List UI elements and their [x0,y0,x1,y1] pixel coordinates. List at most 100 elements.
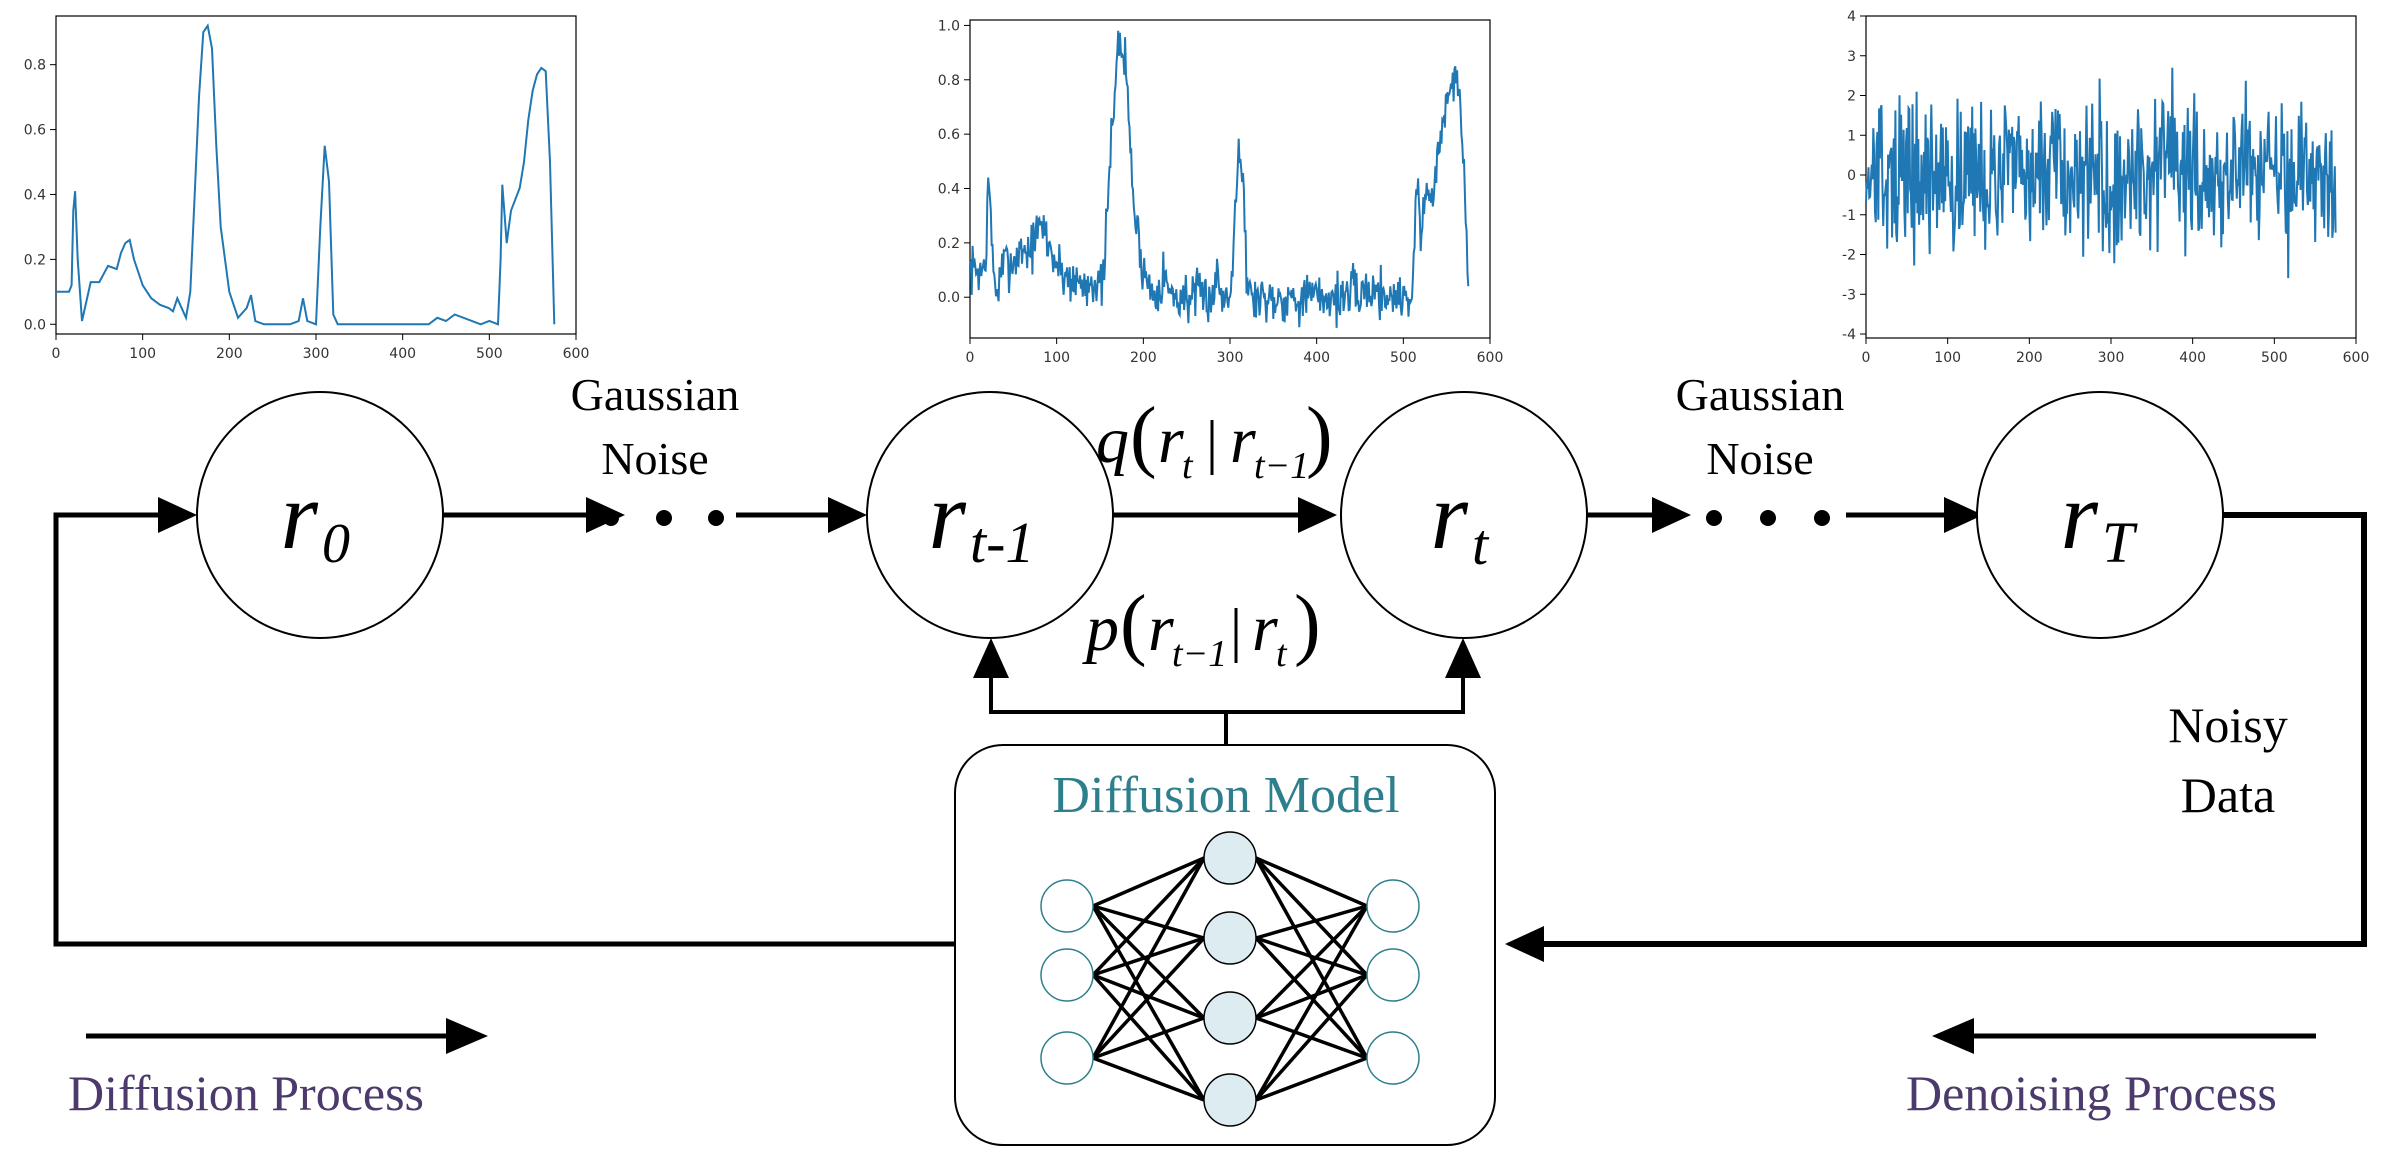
y-tick-label: 1 [1847,128,1856,144]
svg-text:0: 0 [322,513,350,575]
series-line [56,23,556,326]
nn-edge [1255,1056,1368,1102]
diffusion-model-box: Diffusion Model [954,744,1496,1146]
node-r-t: r t [1340,391,1588,639]
y-tick-label: 3 [1847,49,1856,65]
denoising-process-label: Denoising Process [1906,1065,2277,1121]
chart-plot-area [55,15,577,335]
svg-text:r: r [929,462,967,569]
y-tick-label: 1.0 [938,18,960,34]
svg-text:(: ( [1120,580,1147,668]
svg-text:): ) [1306,392,1333,480]
svg-text:r: r [1252,592,1278,665]
x-tick-label: 500 [476,346,503,362]
nn-edge [1091,904,1206,1020]
gaussian-noise-label-right-line2: Noise [1706,433,1813,484]
x-tick-label: 500 [2261,350,2288,366]
diffusion-process-arrow [86,1018,488,1054]
nn-hidden-node [1203,831,1257,885]
x-tick-label: 100 [1934,350,1961,366]
diffusion-loop-line [53,497,955,947]
node-r-t-minus-1: r t-1 [866,391,1114,639]
x-tick-label: 300 [303,346,330,362]
svg-text:|: | [1206,409,1218,475]
svg-text:t−1: t−1 [1254,445,1309,487]
svg-text:r: r [1431,462,1469,569]
model-feedback-arrows [973,638,1481,744]
forward-transition-formula: q ( r t | r t−1 ) [1096,392,1333,487]
x-tick-label: 300 [1217,350,1244,366]
svg-text:t−1: t−1 [1172,633,1227,675]
y-tick-label: 0.0 [24,317,46,333]
diffusion-model-title: Diffusion Model [1052,767,1399,824]
reverse-transition-formula: p ( r t−1 | r t ) [1082,580,1321,675]
nn-edge [1255,904,1368,940]
x-tick-label: 0 [52,346,61,362]
y-tick-label: 0.0 [938,290,960,306]
nn-output-node [1366,948,1420,1002]
svg-text:(: ( [1130,392,1157,480]
svg-text:r: r [1230,404,1256,477]
chart-plot-area [969,19,1491,339]
denoising-process-arrow [1932,1018,2316,1054]
x-tick-label: 100 [1043,350,1070,366]
x-tick-label: 600 [2343,350,2370,366]
node-r-T: r T [1976,391,2224,639]
nn-edge [1254,904,1369,1020]
x-tick-label: 400 [389,346,416,362]
svg-text:): ) [1294,580,1321,668]
y-tick-label: 2 [1847,89,1856,105]
y-tick-label: 0.8 [938,73,960,89]
nn-edge [1092,904,1205,940]
y-tick-label: 0.8 [24,58,46,74]
nn-output-node [1366,879,1420,933]
y-tick-label: 0.4 [24,187,46,203]
y-tick-label: 0.2 [24,252,46,268]
x-tick-label: 200 [216,346,243,362]
svg-text:t: t [1472,512,1490,577]
series-line [1865,67,2337,279]
x-tick-label: 600 [563,346,590,362]
y-tick-label: -3 [1842,287,1856,303]
nn-hidden-node [1203,911,1257,965]
nn-edge [1091,905,1206,1101]
x-tick-label: 600 [1477,350,1504,366]
nn-edge [1255,973,1368,1020]
svg-text:p: p [1082,592,1119,665]
nn-input-node [1040,1031,1094,1085]
x-tick-label: 200 [1130,350,1157,366]
x-tick-label: 0 [1862,350,1871,366]
svg-text:t: t [1276,633,1288,675]
svg-text:|: | [1230,597,1242,663]
y-tick-label: 0.4 [938,182,960,198]
denoising-loop-line [1505,512,2367,962]
nn-edge [1255,856,1368,908]
svg-text:q: q [1096,404,1129,477]
y-tick-label: 0.2 [938,236,960,252]
x-tick-label: 400 [2179,350,2206,366]
nn-edge [1092,1016,1205,1060]
nn-edge [1255,936,1368,977]
diffusion-process-label: Diffusion Process [68,1065,424,1121]
nn-edge [1091,857,1206,1059]
node-r0: r 0 [196,391,444,639]
y-tick-label: -4 [1842,327,1856,343]
x-tick-label: 0 [966,350,975,366]
noisy-data-label-line2: Data [2181,767,2275,823]
y-tick-label: 0.6 [938,127,960,143]
svg-text:t-1: t-1 [970,510,1034,575]
nn-edge [1091,856,1206,977]
nn-hidden-node [1203,1073,1257,1127]
ellipsis-right [1706,510,1830,526]
x-tick-label: 300 [2098,350,2125,366]
x-tick-label: 400 [1303,350,1330,366]
nn-input-node [1040,948,1094,1002]
neural-network-icon [1040,831,1420,1127]
forward-chain [442,497,1983,533]
x-tick-label: 200 [2016,350,2043,366]
y-tick-label: 0 [1847,168,1856,184]
